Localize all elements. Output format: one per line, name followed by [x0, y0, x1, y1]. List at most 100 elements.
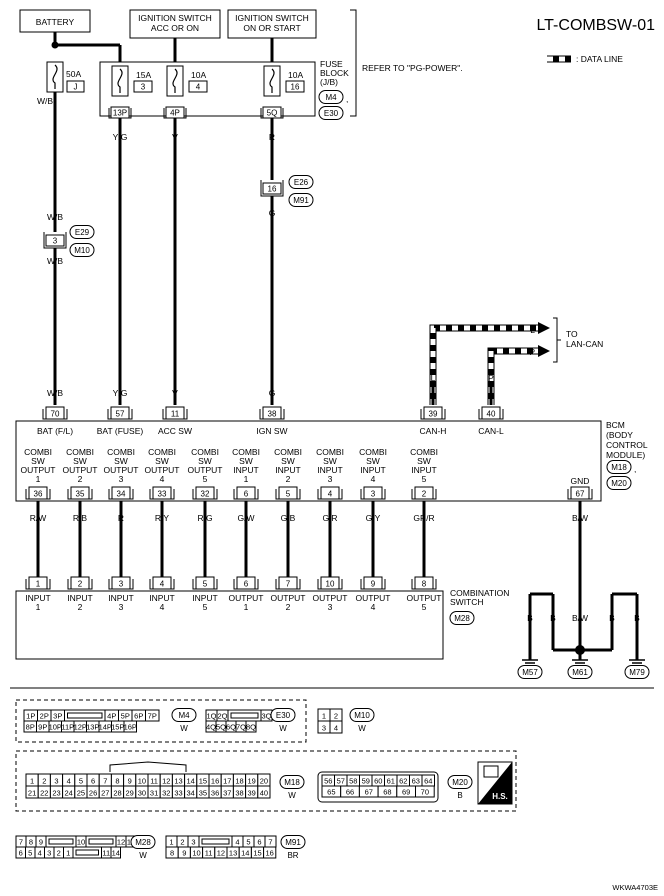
to-lan-label: LAN-CAN [566, 339, 603, 349]
m91-cell-label: 3 [191, 838, 195, 847]
wire-color: W/B [37, 96, 53, 106]
e30-cell-label: 2Q [217, 712, 227, 721]
junction-16-label: 16 [268, 185, 277, 194]
junction-16-e26-label: E26 [294, 178, 309, 187]
comb-switch-pin-label: INPUT [149, 593, 175, 603]
m20-cell-label: 62 [399, 777, 407, 786]
m4-cell-label: 9P [38, 723, 47, 732]
m4-cell-label: 10P [49, 723, 62, 732]
m4-cell [123, 720, 137, 733]
combination-switch-box [15, 590, 444, 660]
e30-label [270, 708, 296, 722]
bcm-pin-function: 2 [78, 474, 83, 484]
m18-cell-label: 13 [174, 777, 182, 786]
m91-cell-label: 10 [192, 849, 200, 858]
fuse-amp: 10A [191, 70, 206, 80]
m4-cell-label: 11P [61, 723, 74, 732]
bcm-pin-function: COMBI [232, 447, 260, 457]
m18-cell-label: 23 [52, 789, 60, 798]
m20-cell [415, 785, 435, 798]
comb-switch-terminal [152, 576, 172, 590]
comb-switch-pin-label: 1 [36, 602, 41, 612]
bcm-pin-function: 3 [328, 474, 333, 484]
comb-switch-terminal [28, 576, 48, 590]
bcm-top-terminal-label: 40 [487, 410, 496, 419]
e30-cell-label: 7Q [236, 723, 246, 732]
combination-switch-connector [449, 611, 475, 625]
fuse-block-connector-e30-label: E30 [324, 109, 339, 118]
m4-cell-label: 16P [124, 723, 137, 732]
m20-cell-label: 63 [412, 777, 420, 786]
comb-switch-pin-label: INPUT [192, 593, 218, 603]
bcm-gnd-label: GND [571, 476, 590, 486]
bcm-pin-function: SW [417, 456, 431, 466]
m4-cell-label: 8P [26, 723, 35, 732]
fuse-symbol [263, 65, 281, 97]
comb-switch-pin-label: OUTPUT [229, 593, 264, 603]
bcm-bottom-terminal-label: 4 [328, 490, 333, 499]
wire-color: W/B [47, 388, 63, 398]
bcm-pin-label: IGN SW [256, 426, 287, 436]
comb-switch-pin-label: OUTPUT [356, 593, 391, 603]
m10-cell-label: 4 [334, 724, 338, 733]
refer-bracket [350, 9, 357, 117]
wire-color: G [269, 388, 276, 398]
m20-cell-label: 65 [327, 788, 335, 797]
m91-cell-label: 15 [253, 849, 261, 858]
m28-label [130, 835, 156, 849]
comb-switch-pin-label: INPUT [67, 593, 93, 603]
bcm-label: MODULE) [606, 450, 645, 460]
bcm-bottom-terminal [111, 486, 131, 500]
m18-cell-label: 19 [248, 777, 256, 786]
fuse-amp: 10A [288, 70, 303, 80]
m18-cell-label: 12 [162, 777, 170, 786]
e30-color: W [279, 724, 287, 733]
m4-cell-label: 6P [134, 712, 143, 721]
m10-label [349, 708, 375, 722]
bcm-label: CONTROL [606, 440, 648, 450]
fuse-number-box [188, 80, 208, 93]
bcm-connector-m18 [606, 460, 632, 474]
bcm-pin-label: ACC SW [158, 426, 192, 436]
bcm-label: BCM [606, 420, 625, 430]
m18-label-label: M18 [284, 778, 300, 787]
wire-color: B [550, 613, 556, 623]
wire-color: G [269, 208, 276, 218]
m18-cell-label: 33 [174, 789, 182, 798]
m91-cell-label: 6 [257, 838, 261, 847]
bcm-pin-function: SW [31, 456, 45, 466]
bcm-pin-function: INPUT [317, 465, 343, 475]
wire-color: B [634, 613, 640, 623]
m28-cell-label: 9 [39, 838, 43, 847]
m18-cell-label: 38 [235, 789, 243, 798]
m91-cell-label: 2 [180, 838, 184, 847]
wire-color: B/W [572, 513, 588, 523]
lan-line-label: L [530, 325, 535, 335]
comb-switch-terminal [111, 576, 131, 590]
can-h-data-line [429, 324, 538, 405]
bcm-pin-function: COMBI [148, 447, 176, 457]
combination-switch-label: SWITCH [450, 597, 484, 607]
bcm-bottom-terminal [152, 486, 172, 500]
bcm-bottom-terminal [414, 486, 434, 500]
m28-cell-label: 3 [47, 849, 51, 858]
lan-line-label: P [529, 347, 535, 357]
bcm-top-terminal-label: 70 [51, 410, 60, 419]
hs-badge-icon [483, 765, 499, 778]
splice-dot [575, 645, 585, 655]
bcm-pin-function: COMBI [24, 447, 52, 457]
wire-color: P [488, 373, 494, 383]
comb-switch-terminal [70, 576, 90, 590]
wire-color: G/W [238, 513, 255, 523]
m28-cell-label: 10 [77, 838, 85, 847]
m18-cell-label: 14 [187, 777, 195, 786]
fuse-symbol [111, 65, 129, 97]
m28-cell-label: 8 [29, 838, 33, 847]
e30-cell-label: 3Q [261, 712, 271, 721]
m28-key [75, 849, 99, 856]
wire-color: B/W [572, 613, 588, 623]
junction-3-e29-label: E29 [75, 228, 90, 237]
bcm-top-terminal-label: 38 [268, 410, 277, 419]
m28-color: W [139, 851, 147, 860]
m28-cell-label: 1 [66, 849, 70, 858]
